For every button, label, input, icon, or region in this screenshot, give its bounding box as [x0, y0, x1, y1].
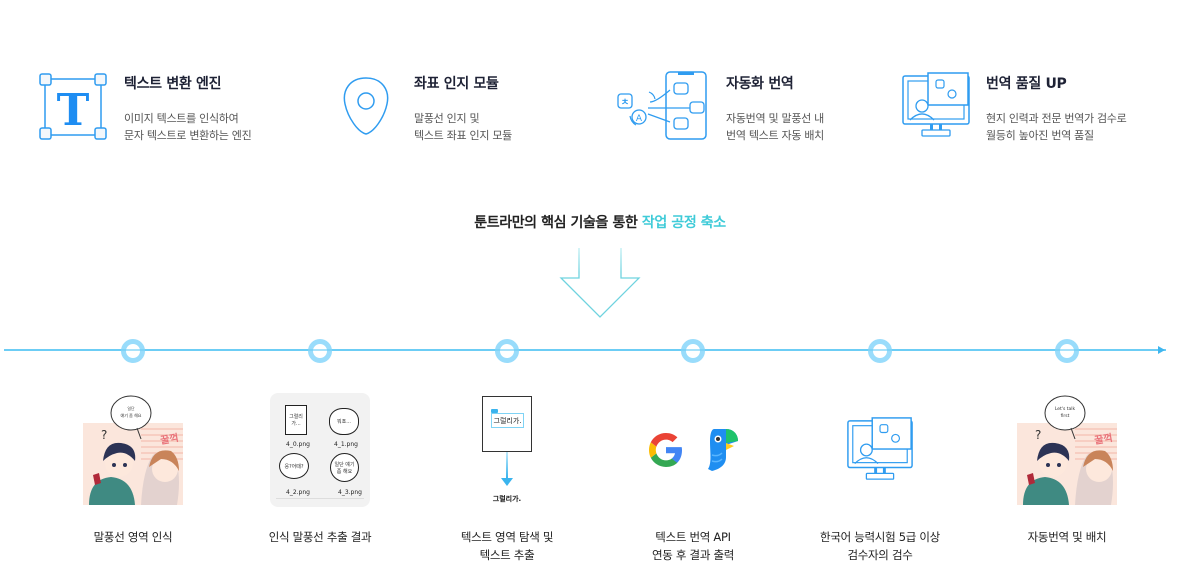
step-caption: 검수자의 검수 — [847, 548, 913, 562]
file-name: 4_1.png — [334, 441, 358, 448]
step-caption: 텍스트 번역 API — [655, 530, 731, 544]
extracted-bubble: 응?어때? — [279, 453, 309, 479]
timeline-node — [495, 339, 519, 363]
google-logo-icon — [649, 433, 682, 467]
headline-prefix: 툰트라만의 핵심 기술을 통한 — [474, 215, 642, 231]
monitor-translate-icon — [902, 72, 970, 137]
svg-text:T: T — [57, 85, 90, 136]
extracted-bubble: 일단 얘기 좀 해요 — [330, 453, 359, 482]
feature-desc-line: 현지 인력과 전문 번역가 검수로 — [986, 112, 1127, 125]
step-translation-api: 텍스트 번역 API 연동 후 결과 출력 — [598, 390, 788, 562]
svg-text:A: A — [636, 114, 643, 124]
headline-accent: 작업 공정 축소 — [641, 215, 726, 231]
text-box-icon: T — [39, 73, 107, 140]
feature-desc-line: 말풍선 인지 및 — [414, 112, 480, 125]
step-extraction-result: 그럴리가... 4_0.png 뭐죠... 4_1.png 응?어때? 4_2.… — [225, 390, 415, 544]
feature-desc-line: 자동번역 및 말풍선 내 — [726, 112, 824, 125]
extracted-bubble: 뭐죠... — [329, 408, 359, 435]
step-caption: 말풍선 영역 인식 — [93, 530, 173, 544]
extracted-bubbles-card: 그럴리가... 4_0.png 뭐죠... 4_1.png 응?어때? 4_2.… — [270, 393, 370, 507]
extracted-text: 그럴리가. — [492, 495, 522, 503]
step-caption: 텍스트 추출 — [479, 548, 535, 562]
bubble-text-line: 얘기 좀 해요 — [121, 412, 142, 418]
monitor-translate-icon — [847, 417, 913, 480]
step-auto-placement: 꿀꺽 Let's talk first ? 자동번역 및 배치 — [972, 390, 1162, 544]
bubble-text-line: first — [1061, 413, 1070, 419]
phone-translate-icon: ㅊ A — [617, 71, 707, 140]
feature-title: 자동화 번역 — [726, 76, 794, 92]
section-headline: 툰트라만의 핵심 기술을 통한 작업 공정 축소 — [0, 212, 1200, 232]
timeline-node — [868, 339, 892, 363]
bubble-text-line: 일단 — [127, 405, 135, 411]
svg-text:?: ? — [1035, 428, 1041, 442]
feature-quality-up: 번역 품질 UP 현지 인력과 전문 번역가 검수로 월등히 높아진 번역 품질 — [900, 70, 1127, 144]
step-caption: 자동번역 및 배치 — [1027, 530, 1107, 544]
svg-text:꿀꺽: 꿀꺽 — [1093, 431, 1113, 447]
comic-panel-image: 꿀꺽 일단 얘기 좀 해요 ? — [83, 395, 183, 505]
detected-text-region: 그럴리가. — [491, 413, 524, 428]
feature-desc-line: 번역 텍스트 자동 배치 — [726, 129, 824, 142]
timeline-arrowhead — [1158, 346, 1165, 354]
extract-arrow-icon — [501, 478, 513, 486]
down-arrow-icon — [559, 248, 641, 318]
extracted-bubble: 그럴리가... — [285, 405, 307, 435]
feature-coordinate-module: 좌표 인지 모듈 말풍선 인지 및 텍스트 좌표 인지 모듈 — [330, 70, 512, 144]
feature-desc-line: 월등히 높아진 번역 품질 — [986, 129, 1094, 142]
feature-desc-line: 이미지 텍스트를 인식하여 — [124, 112, 239, 125]
feature-auto-translation: ㅊ A 자동화 번역 자동번역 및 말풍선 내 번역 텍스트 자동 배치 — [612, 70, 824, 144]
feature-title: 번역 품질 UP — [986, 76, 1067, 92]
selection-tab-icon — [491, 409, 498, 413]
file-name: 4_2.png — [286, 489, 310, 496]
file-name: 4_3.png — [338, 489, 362, 496]
translated-comic-panel-image: 꿀꺽 Let's talk first ? — [1017, 395, 1117, 505]
timeline-node — [121, 339, 145, 363]
location-pin-icon — [343, 77, 389, 135]
feature-title: 텍스트 변환 엔진 — [124, 76, 222, 92]
file-name: 4_0.png — [286, 441, 310, 448]
step-text-extraction: 그럴리가. 그럴리가. 텍스트 영역 탐색 및 텍스트 추출 — [412, 390, 602, 562]
svg-text:꿀꺽: 꿀꺽 — [159, 431, 179, 447]
step-reviewer-check: 한국어 능력시험 5급 이상 검수자의 검수 — [785, 390, 975, 562]
step-caption: 한국어 능력시험 5급 이상 — [820, 530, 940, 544]
feature-text-engine: T 텍스트 변환 엔진 이미지 텍스트를 인식하여 문자 텍스트로 변환하는 엔… — [38, 70, 252, 144]
source-bubble-frame: 그럴리가. — [482, 396, 532, 452]
feature-desc-line: 문자 텍스트로 변환하는 엔진 — [124, 129, 252, 142]
step-caption: 인식 말풍선 추출 결과 — [268, 530, 372, 544]
feature-desc-line: 텍스트 좌표 인지 모듈 — [414, 129, 512, 142]
papago-logo-icon — [708, 429, 738, 471]
timeline-node — [681, 339, 705, 363]
step-bubble-detection: 꿀꺽 일단 얘기 좀 해요 ? 말풍선 영역 인식 — [38, 390, 228, 544]
timeline-node — [308, 339, 332, 363]
step-caption: 텍스트 영역 탐색 및 — [460, 530, 554, 544]
svg-text:?: ? — [101, 428, 107, 442]
svg-text:ㅊ: ㅊ — [621, 98, 629, 108]
bubble-text-line: Let's talk — [1055, 406, 1076, 412]
timeline-node — [1055, 339, 1079, 363]
process-timeline — [4, 349, 1166, 351]
step-caption: 연동 후 결과 출력 — [651, 548, 735, 562]
extract-arrow-line — [506, 452, 508, 478]
feature-title: 좌표 인지 모듈 — [414, 76, 499, 92]
